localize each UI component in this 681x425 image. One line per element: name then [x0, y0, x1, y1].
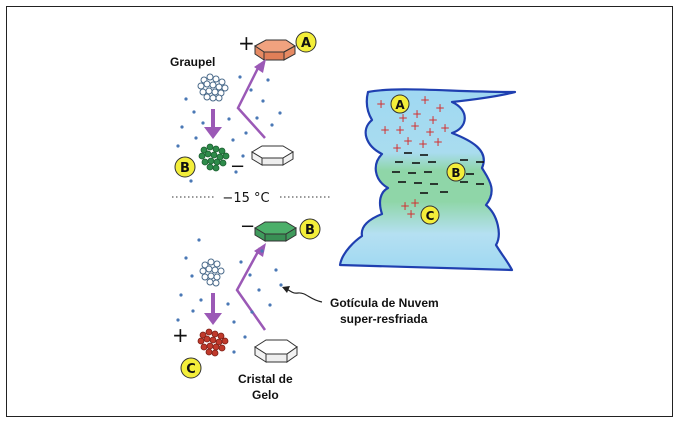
droplet-label-line2: super-resfriada: [340, 312, 428, 326]
svg-text:+: +: [435, 101, 445, 115]
svg-text:+: +: [410, 119, 420, 133]
svg-text:+: +: [425, 125, 435, 139]
svg-text:+: +: [398, 111, 408, 125]
plus-sign-bottom: +: [172, 323, 189, 347]
badge-bottom-graupel: C: [180, 357, 202, 379]
svg-text:+: +: [395, 123, 405, 137]
svg-text:C: C: [426, 209, 435, 223]
svg-text:B: B: [180, 161, 190, 176]
graupel-label: Graupel: [170, 55, 215, 69]
cloud-positive-charges-bottom: + + +: [400, 196, 420, 221]
badge-cloud-middle: B: [446, 162, 466, 182]
svg-text:C: C: [186, 362, 196, 377]
svg-text:+: +: [440, 121, 450, 135]
minus-sign-bottom: −: [240, 216, 255, 237]
svg-text:+: +: [380, 123, 390, 137]
supercooled-droplets-top: [176, 75, 282, 183]
svg-text:+: +: [420, 93, 430, 107]
svg-text:A: A: [395, 98, 405, 112]
ice-crystal-green-icon: [254, 221, 297, 242]
droplet-pointer-arrow-icon: [282, 286, 323, 303]
badge-cloud-top: A: [390, 94, 410, 114]
badge-bottom-crystal: B: [299, 218, 321, 240]
cloud-positive-charges-top: + + + + + + + + + + + + + + +: [376, 93, 450, 155]
rise-arrow-top-icon: [236, 59, 266, 139]
badge-cloud-bottom: C: [420, 205, 440, 225]
supercooled-droplets-bottom: [176, 238, 283, 354]
svg-text:+: +: [410, 196, 420, 210]
temperature-label: −15 °C: [222, 191, 269, 206]
svg-text:B: B: [451, 166, 460, 180]
rise-arrow-bottom-icon: [235, 243, 267, 331]
crystal-label-line1: Cristal de: [238, 372, 293, 386]
thundercloud-icon: [338, 88, 517, 272]
svg-text:+: +: [418, 137, 428, 151]
badge-top-graupel: B: [174, 156, 196, 178]
droplet-label-line1: Gotícula de Nuvem: [330, 296, 439, 310]
graupel-particle-red-icon: [197, 328, 229, 357]
svg-text:+: +: [428, 113, 438, 127]
ice-crystal-orange-icon: [254, 39, 296, 61]
figure-frame: [6, 6, 673, 417]
minus-sign-top: −: [230, 156, 245, 177]
ice-crystal-white-top-icon: [251, 145, 294, 166]
svg-text:+: +: [403, 134, 413, 148]
svg-text:+: +: [392, 141, 402, 155]
fall-arrow-top-icon: [204, 109, 222, 139]
ice-crystal-white-bottom-icon: [254, 339, 298, 363]
svg-text:B: B: [305, 223, 315, 238]
graupel-particle-grey-icon: [197, 73, 229, 102]
svg-text:+: +: [433, 135, 443, 149]
svg-text:+: +: [400, 199, 410, 213]
svg-text:A: A: [301, 36, 311, 51]
plus-sign-top: +: [238, 31, 255, 55]
graupel-particle-green-icon: [198, 143, 230, 172]
cloud-negative-charges-middle: [392, 152, 484, 194]
graupel-particle-grey-bottom-icon: [199, 258, 225, 287]
fall-arrow-bottom-icon: [204, 293, 222, 325]
svg-text:+: +: [376, 97, 386, 111]
svg-text:+: +: [412, 107, 422, 121]
svg-text:+: +: [406, 207, 416, 221]
badge-top-crystal: A: [295, 31, 317, 53]
crystal-label-line2: Gelo: [252, 388, 279, 402]
